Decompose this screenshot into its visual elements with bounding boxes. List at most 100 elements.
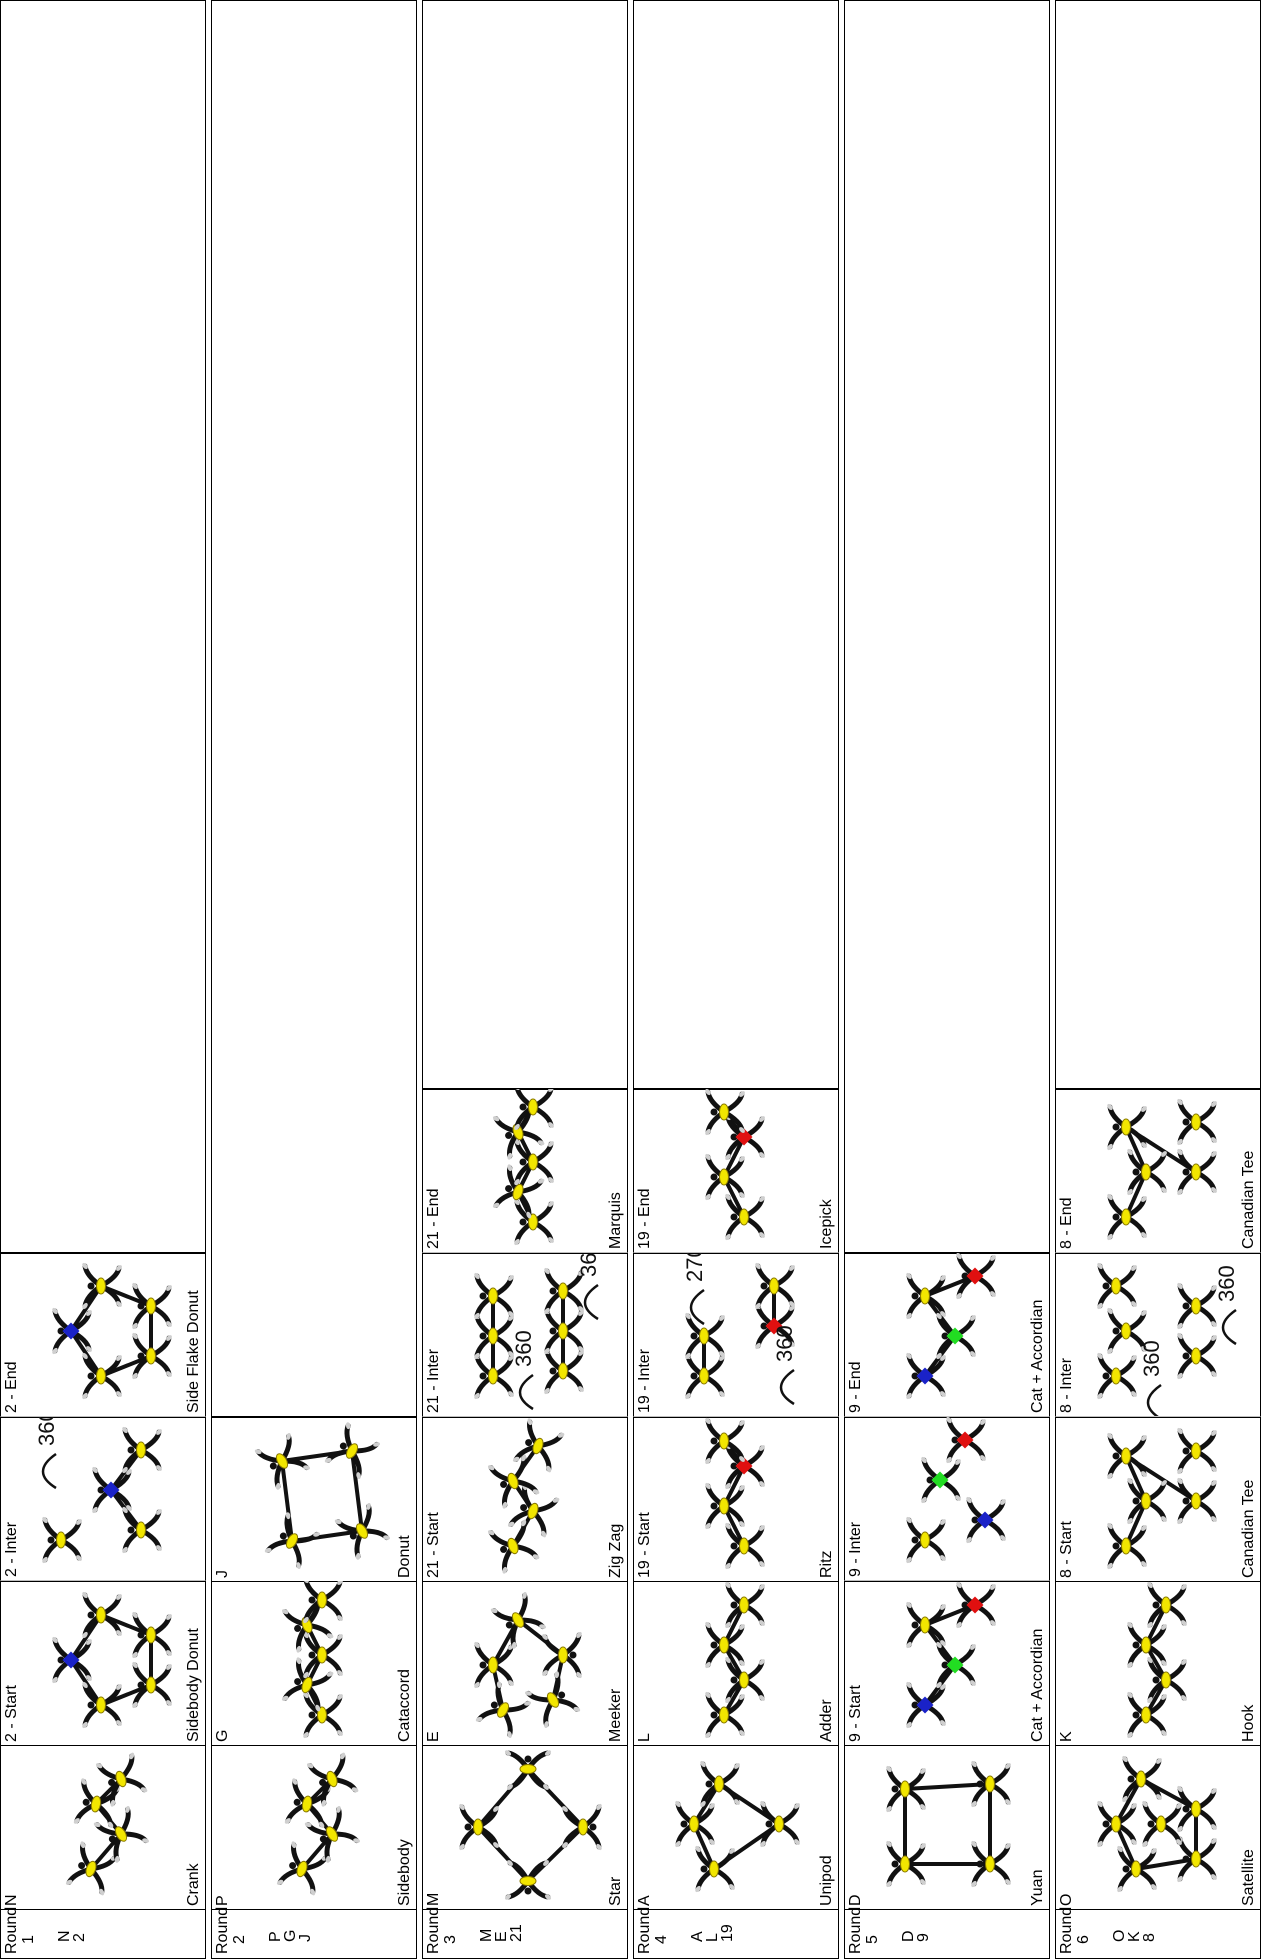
rotation-arrow-icon bbox=[1148, 1385, 1161, 1416]
round-number: 1 bbox=[20, 1935, 38, 1944]
formation-name: Donut bbox=[396, 1535, 414, 1578]
formation-title: 21 - End bbox=[425, 1189, 443, 1249]
formation-title: 21 - Inter bbox=[425, 1349, 443, 1413]
formation-name: Star bbox=[607, 1877, 625, 1906]
skydiver-figure bbox=[905, 1272, 947, 1320]
skydiver-figure bbox=[1176, 1477, 1218, 1525]
formation-title: 2 - Start bbox=[3, 1685, 21, 1742]
skydiver-figure bbox=[724, 1581, 766, 1629]
skydiver-figure bbox=[302, 1581, 344, 1624]
formation-cell: NCrank bbox=[0, 1745, 206, 1909]
formation-name: Meeker bbox=[607, 1689, 625, 1742]
skydiver-figure bbox=[280, 1656, 336, 1716]
formation-cell: LAdder bbox=[633, 1581, 839, 1745]
round-label: Round bbox=[637, 1907, 653, 1954]
skydiver-figure bbox=[1096, 1800, 1138, 1848]
rotation-label: 360 bbox=[511, 1330, 536, 1367]
formation-title: O bbox=[1058, 1894, 1076, 1906]
skydiver-figure bbox=[704, 1621, 746, 1669]
skydiver-figure bbox=[704, 1691, 746, 1739]
skydiver-figure bbox=[1096, 1352, 1138, 1400]
formation-diagram bbox=[1, 1252, 207, 1416]
skydiver-figure bbox=[489, 1588, 549, 1651]
skydiver-figure bbox=[121, 1506, 163, 1554]
skydiver-figure bbox=[704, 1153, 746, 1201]
skydiver-figure bbox=[1126, 1621, 1168, 1669]
formation-name: Side Flake Donut bbox=[185, 1290, 203, 1413]
formation-diagram bbox=[634, 1581, 840, 1745]
formation-code: A bbox=[690, 1912, 705, 1942]
skydiver-figure bbox=[1096, 1262, 1138, 1310]
rotation-label: 360 bbox=[34, 1416, 59, 1446]
formation-diagram bbox=[423, 1581, 629, 1745]
formation-name: Hook bbox=[1240, 1705, 1258, 1742]
skydiver-figure bbox=[699, 1760, 741, 1808]
formation-title: 19 - End bbox=[636, 1189, 654, 1249]
skydiver-figure bbox=[1176, 1282, 1218, 1330]
rotation-arrow-icon bbox=[781, 1370, 794, 1404]
skydiver-figure bbox=[724, 1656, 766, 1704]
skydiver-figure bbox=[561, 1803, 603, 1851]
formation-title: 8 - End bbox=[1058, 1197, 1076, 1249]
skydiver-figure bbox=[1176, 1427, 1218, 1475]
skydiver-figure bbox=[1116, 1845, 1158, 1893]
formation-cell: KHook bbox=[1055, 1581, 1261, 1745]
skydiver-figure bbox=[1176, 1332, 1218, 1380]
round-label: Round bbox=[1059, 1907, 1075, 1954]
formation-code: D bbox=[901, 1912, 916, 1942]
skydiver-figure bbox=[522, 1669, 582, 1732]
formation-code-list: N2 bbox=[57, 1912, 87, 1942]
rotation-arrow-icon bbox=[520, 1375, 533, 1409]
rotation-label: 360 bbox=[772, 1325, 797, 1362]
skydiver-figure bbox=[504, 1749, 552, 1791]
skydiver-figure bbox=[704, 1417, 746, 1465]
formation-cell: 21 - End Marquis bbox=[422, 1089, 628, 1253]
skydiver-figure bbox=[759, 1800, 801, 1848]
skydiver-figure bbox=[674, 1800, 716, 1848]
round-header: Round4 AL19 bbox=[633, 1909, 839, 1959]
skydiver-figure bbox=[504, 1859, 552, 1901]
formation-diagram: 360 bbox=[1, 1416, 207, 1580]
round-label: Round bbox=[426, 1907, 442, 1954]
formation-cell: E Meeker bbox=[422, 1581, 628, 1745]
skydiver-figure bbox=[905, 1681, 947, 1729]
formation-cell: 36036021 - Inter bbox=[422, 1253, 628, 1417]
formation-diagram bbox=[423, 1417, 629, 1581]
skydiver-figure bbox=[491, 1163, 547, 1223]
skydiver-figure bbox=[704, 1088, 746, 1136]
skydiver-figure bbox=[81, 1591, 123, 1639]
skydiver-figure bbox=[1106, 1432, 1148, 1480]
skydiver-figure bbox=[955, 1581, 997, 1629]
formation-name: Ritz bbox=[818, 1550, 836, 1578]
formation-cell: 9 - Inter bbox=[844, 1417, 1050, 1581]
round-row: Round1N2NCrank2 - StartSidebody Donut360… bbox=[0, 0, 206, 1959]
empty-area bbox=[0, 0, 206, 1253]
formation-name: Cat + Accordian bbox=[1029, 1629, 1047, 1742]
formation-cell: GCataccord bbox=[211, 1581, 417, 1745]
formation-title: 2 - End bbox=[3, 1361, 21, 1413]
empty-area bbox=[844, 0, 1050, 1253]
skydiver-figure bbox=[41, 1516, 83, 1564]
rotation-label: 360 bbox=[1139, 1340, 1164, 1377]
formation-cell: 8 - StartCanadian Tee bbox=[1055, 1417, 1261, 1581]
formation-code: E bbox=[494, 1912, 509, 1942]
round-number: 4 bbox=[653, 1935, 671, 1944]
formation-title: E bbox=[425, 1731, 443, 1742]
skydiver-figure bbox=[1176, 1098, 1218, 1146]
formation-diagram bbox=[1056, 1745, 1261, 1909]
skydiver-figure bbox=[1106, 1193, 1148, 1241]
skydiver-figure bbox=[64, 1840, 120, 1900]
round-number: 5 bbox=[864, 1935, 882, 1944]
formation-code: 21 bbox=[509, 1912, 524, 1942]
skydiver-figure bbox=[955, 1252, 997, 1300]
formation-title: A bbox=[636, 1895, 654, 1906]
formation-name: Marquis bbox=[607, 1192, 625, 1249]
